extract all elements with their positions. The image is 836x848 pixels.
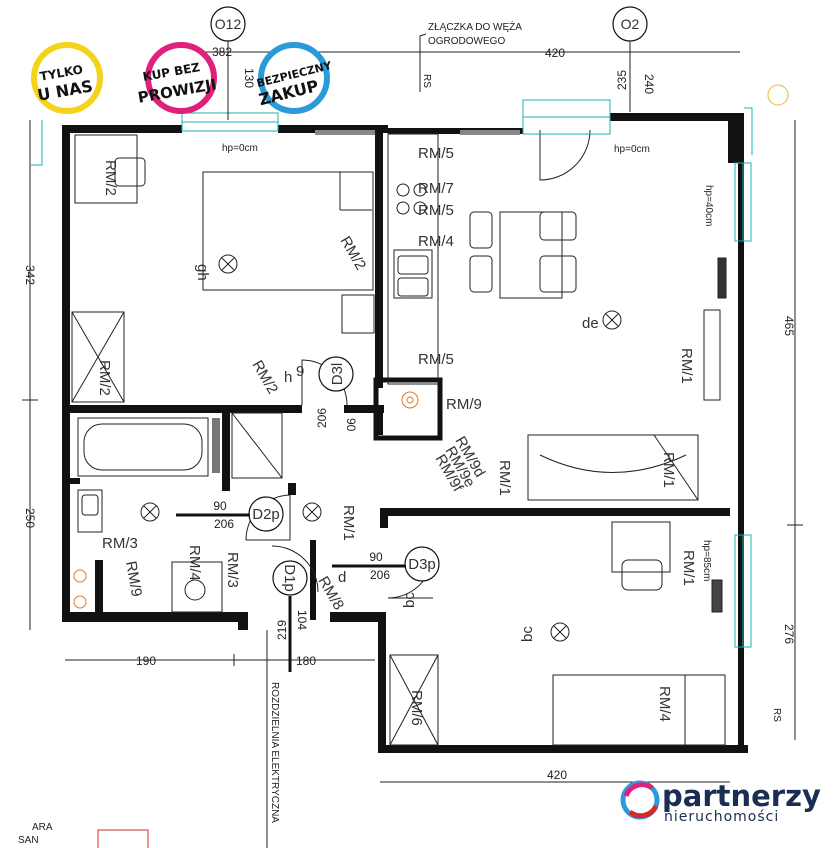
svg-text:RM/1: RM/1 [340, 505, 357, 541]
svg-text:130: 130 [242, 68, 256, 88]
svg-text:235: 235 [615, 70, 629, 90]
axis-o2: O2 [621, 16, 640, 32]
svg-text:de: de [582, 315, 599, 332]
garden-tap-line2: OGRODOWEGO [428, 36, 505, 47]
svg-text:420: 420 [547, 768, 567, 782]
light-fixtures [73, 254, 622, 642]
svg-text:h: h [284, 369, 292, 386]
svg-text:180: 180 [296, 654, 316, 668]
svg-text:RM/1: RM/1 [660, 452, 677, 488]
walls [62, 113, 748, 753]
svg-text:RM/2: RM/2 [337, 234, 370, 274]
distribution-note: ROZDZIELNIA ELEKTRYCZNA [269, 682, 280, 823]
svg-text:RM/3: RM/3 [102, 535, 138, 552]
bottom-left-2: SAN [18, 835, 39, 846]
axis-markers: O12 O2 [210, 6, 648, 120]
dimension-lines [22, 51, 803, 783]
svg-text:hp=85cm: hp=85cm [701, 540, 712, 581]
logo-sub: nieruchomości [664, 809, 779, 825]
svg-text:hp=0cm: hp=0cm [614, 144, 650, 155]
svg-text:240: 240 [642, 74, 656, 94]
svg-text:bc: bc [401, 592, 418, 608]
svg-text:276: 276 [782, 624, 796, 644]
svg-text:190: 190 [136, 654, 156, 668]
door-d3p-w: 90 [369, 550, 383, 564]
partnerzy-logo: partnerzy nieruchomości [620, 779, 821, 825]
svg-text:hp=0cm: hp=0cm [222, 143, 258, 154]
svg-text:RM/9: RM/9 [122, 560, 145, 598]
svg-text:RM/4: RM/4 [418, 233, 454, 250]
door-tags: D3l 90 206 D2p 90 206 D3p 90 206 D1p 104… [176, 356, 440, 672]
badge-only-us: TYLKO U NAS [31, 42, 103, 114]
svg-text:RM/5: RM/5 [418, 145, 454, 162]
svg-text:RM/1: RM/1 [496, 460, 513, 496]
dining-table [499, 211, 563, 299]
dimension-texts: 382 130 420 240 235 342 250 465 276 190 … [23, 45, 796, 782]
door-tag-d2p: D2p [252, 506, 280, 523]
svg-text:382: 382 [212, 45, 232, 59]
door-tag-d3p: D3p [408, 556, 436, 573]
promo-badges: TYLKO U NAS KUP BEZ PROWIZJI BEZPIECZNY … [31, 42, 334, 114]
svg-text:RM/5: RM/5 [418, 351, 454, 368]
svg-text:9: 9 [296, 363, 304, 380]
sofa [527, 434, 699, 501]
bed-1 [202, 171, 374, 291]
svg-text:gh: gh [194, 264, 211, 281]
svg-text:RM/3: RM/3 [224, 552, 241, 588]
svg-text:420: 420 [545, 46, 565, 60]
fixtures [71, 130, 727, 746]
door-d2p-w: 90 [213, 499, 227, 513]
svg-text:d: d [338, 569, 346, 586]
badge-no-commission: KUP BEZ PROWIZJI [136, 42, 218, 114]
badge-safe-buy: BEZPIECZNY ZAKUP [255, 42, 334, 114]
door-d2p-h: 206 [214, 517, 234, 531]
svg-text:RM/4: RM/4 [656, 686, 673, 722]
bathtub [77, 417, 209, 477]
notes: ZŁĄCZKA DO WĘŻA OGRODOWEGO RS RS ROZDZIE… [18, 20, 782, 848]
door-tag-d1p: D1p [281, 564, 298, 592]
bottom-left-1: ARA [32, 822, 53, 833]
door-d3p-h: 206 [370, 568, 390, 582]
svg-text:RM/2: RM/2 [249, 358, 282, 398]
svg-text:RM/6: RM/6 [408, 690, 425, 726]
door-d3l-h: 206 [315, 408, 329, 428]
logo-brand: partnerzy [662, 779, 821, 813]
door-d1p-h: 219 [275, 620, 289, 640]
svg-text:250: 250 [23, 508, 37, 528]
door-d1p-w: 104 [295, 610, 309, 630]
room-labels: RM/5 RM/7 RM/5 RM/4 RM/5 RM/9 RM/9d RM/9… [96, 145, 697, 726]
svg-text:RM/2: RM/2 [102, 160, 119, 196]
svg-text:hp=40cm: hp=40cm [703, 185, 714, 226]
svg-text:RM/2: RM/2 [96, 360, 113, 396]
rs-bottom: RS [771, 708, 782, 722]
kitchen-counter [387, 133, 439, 385]
svg-text:RM/9: RM/9 [446, 396, 482, 413]
svg-text:RM/5: RM/5 [418, 202, 454, 219]
svg-text:bc: bc [519, 626, 536, 642]
door-tag-d3l: D3l [329, 363, 346, 386]
rs-top: RS [421, 74, 432, 88]
svg-text:342: 342 [23, 265, 37, 285]
svg-text:465: 465 [782, 316, 796, 336]
svg-text:RM/7: RM/7 [418, 180, 454, 197]
axis-o12: O12 [215, 16, 242, 32]
door-d3l-w: 90 [344, 418, 358, 432]
svg-text:RM/1: RM/1 [678, 348, 695, 384]
garden-tap-line1: ZŁĄCZKA DO WĘŻA [428, 20, 522, 33]
windows [30, 84, 789, 648]
svg-text:RM/1: RM/1 [680, 550, 697, 586]
svg-text:RM/4: RM/4 [186, 545, 203, 581]
bed-2 [552, 674, 726, 746]
